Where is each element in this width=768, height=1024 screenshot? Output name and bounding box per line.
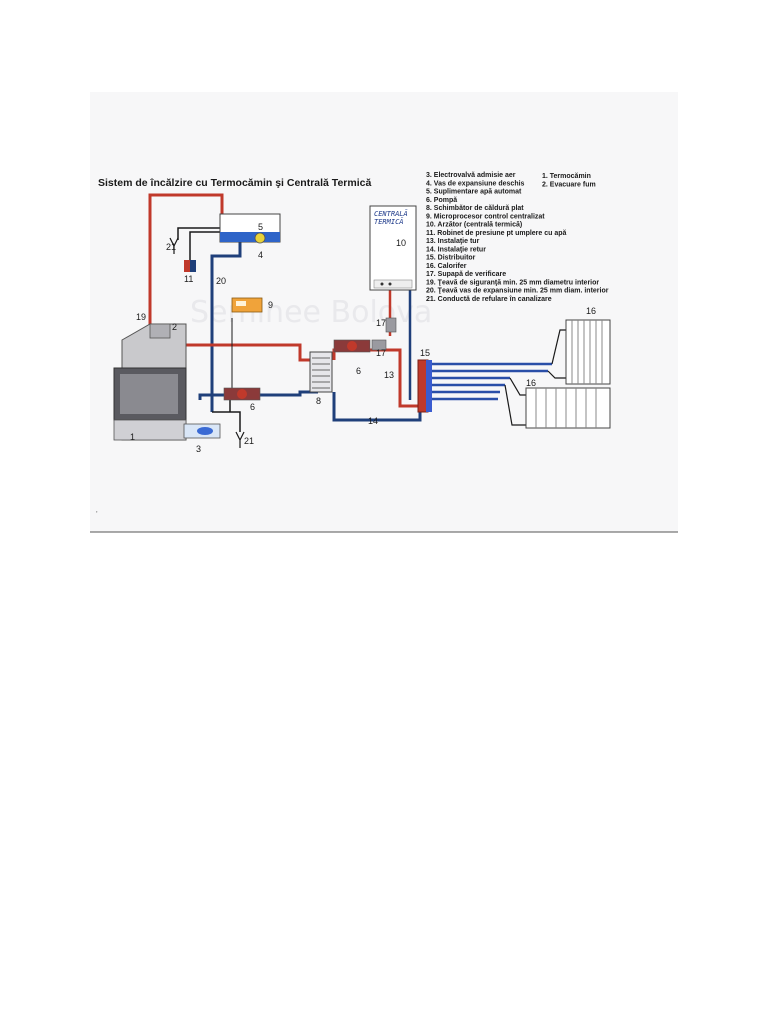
legend-item: 14. Instalaţie retur (426, 246, 486, 253)
safety-pipe-19 (148, 193, 224, 330)
legend-item: 10. Arzător (centrală termică) (426, 222, 522, 229)
controller-9 (231, 297, 263, 313)
legend-item: 4. Vas de expansiune deschis (426, 180, 525, 187)
gas-boiler-10 (369, 205, 417, 291)
plate-heat-exchanger-8 (309, 351, 333, 393)
drain-symbol-21-lower (235, 431, 245, 448)
label-6-lower: 6 (250, 402, 255, 412)
svg-text:,: , (96, 508, 98, 514)
supply-line-13 (332, 348, 420, 408)
label-5: 5 (258, 222, 263, 232)
label-9: 9 (268, 300, 273, 310)
legend-item: 8. Schimbător de căldură plat (426, 205, 524, 212)
label-8: 8 (316, 396, 321, 406)
legend-item: 3. Electrovalvă admisie aer (426, 172, 516, 179)
legend-item: 13. Instalaţie tur (426, 238, 480, 245)
pump-6-lower (223, 387, 261, 401)
label-14: 14 (368, 416, 378, 426)
radiator-upper (565, 319, 611, 385)
expansion-vessel-4 (219, 213, 281, 244)
legend-item: 9. Microprocesor control centralizat (426, 213, 545, 220)
diagram-title: Sistem de încălzire cu Termocămin şi Cen… (98, 177, 371, 189)
legend-item: 15. Distribuitor (426, 255, 476, 262)
air-inlet-valve-3 (183, 423, 221, 439)
legend-item: 19. Ţeavă de siguranţă min. 25 mm diamet… (426, 279, 599, 286)
fireplace-supply-pipe (186, 343, 318, 362)
expansion-pipe-20 (210, 240, 242, 412)
legend-item: 6. Pompă (426, 197, 457, 204)
legend-item: 17. Supapă de verificare (426, 271, 506, 278)
return-line-14 (332, 392, 422, 422)
label-21-upper: 21 (166, 242, 176, 252)
legend-item: 21. Conductă de refulare în canalizare (426, 296, 552, 303)
fill-valve-11 (184, 260, 196, 272)
label-21-lower: 21 (244, 436, 254, 446)
label-20: 20 (216, 276, 226, 286)
legend-item: 1. Termocămin (542, 173, 591, 180)
legend-item: 20. Ţeavă vas de expansiune min. 25 mm d… (426, 288, 609, 295)
cold-feed-pipe (177, 227, 222, 240)
label-17-upper: 17 (376, 318, 386, 328)
label-15: 15 (420, 348, 430, 358)
label-3: 3 (196, 444, 201, 454)
check-valve-17-lower (371, 339, 387, 351)
legend-item: 5. Suplimentare apă automat (426, 189, 522, 196)
label-16-upper: 16 (586, 306, 596, 316)
label-4: 4 (258, 250, 263, 260)
radiator-lower (525, 387, 611, 429)
legend-item: 11. Robinet de presiune pt umplere cu ap… (426, 230, 567, 237)
pump-6-upper (333, 339, 371, 353)
label-1: 1 (130, 432, 135, 442)
fireplace-return-pipe (198, 390, 318, 400)
boiler-handwritten-line-1: CENTRALĂ (374, 209, 408, 218)
label-6-upper: 6 (356, 366, 361, 376)
check-valve-17-upper (385, 317, 397, 333)
drain-symbol-21-upper (169, 237, 179, 254)
boiler-handwritten-line-2: TERMICĂ (374, 217, 404, 226)
label-2: 2 (172, 322, 177, 332)
label-16-lower: 16 (526, 378, 536, 388)
label-10: 10 (396, 238, 406, 248)
float-valve-5 (254, 232, 266, 244)
label-19: 19 (136, 312, 146, 322)
label-13: 13 (384, 370, 394, 380)
refill-line-11 (189, 231, 222, 266)
legend-item: 16. Calorifer (426, 263, 467, 270)
diagram-sheet (90, 92, 678, 532)
legend-item: 2. Evacuare fum (542, 181, 596, 188)
fireplace-termocamin (113, 323, 187, 441)
label-17-lower: 17 (376, 348, 386, 358)
drain-line-21 (212, 411, 241, 432)
label-11: 11 (184, 274, 193, 284)
distributor-outlets (432, 329, 570, 426)
distributor-15-return (426, 360, 432, 412)
